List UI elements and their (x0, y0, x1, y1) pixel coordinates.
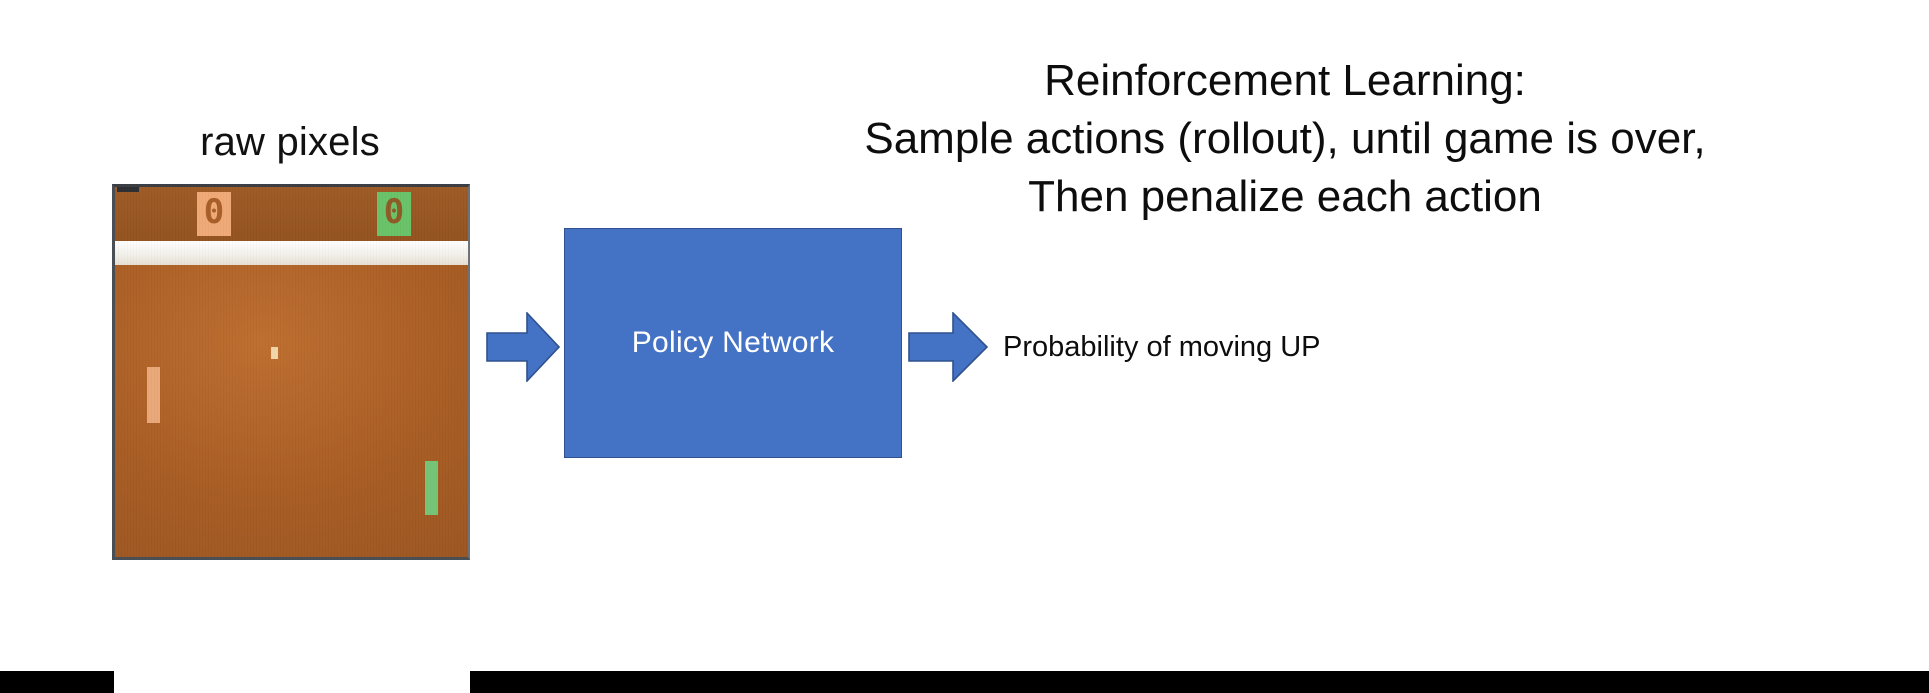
title-line-3: Then penalize each action (1028, 172, 1542, 221)
policy-network-label: Policy Network (631, 326, 835, 359)
pong-top-notch (117, 187, 139, 192)
title-line-1: Reinforcement Learning: (1044, 56, 1526, 105)
arrow-pixels-to-network (486, 312, 560, 382)
bottom-bar-right (470, 671, 1929, 693)
bottom-bar-left (0, 671, 114, 693)
pong-score-right: 0 (377, 192, 411, 236)
pong-paddle-right (425, 461, 438, 515)
output-probability-label: Probability of moving UP (1003, 331, 1321, 363)
pong-score-band (115, 187, 468, 241)
policy-network-box[interactable]: Policy Network (564, 228, 902, 458)
raw-pixels-caption: raw pixels (200, 120, 380, 164)
arrow-network-to-probability (908, 312, 988, 382)
page-title: Reinforcement Learning: Sample actions (… (640, 52, 1929, 226)
pong-paddle-left (147, 367, 160, 423)
pong-ball (271, 347, 278, 359)
pong-divider-line (115, 241, 468, 265)
pong-score-left: 0 (197, 192, 231, 236)
pong-game-screenshot: 0 0 (112, 184, 470, 560)
title-line-2: Sample actions (rollout), until game is … (864, 114, 1706, 163)
